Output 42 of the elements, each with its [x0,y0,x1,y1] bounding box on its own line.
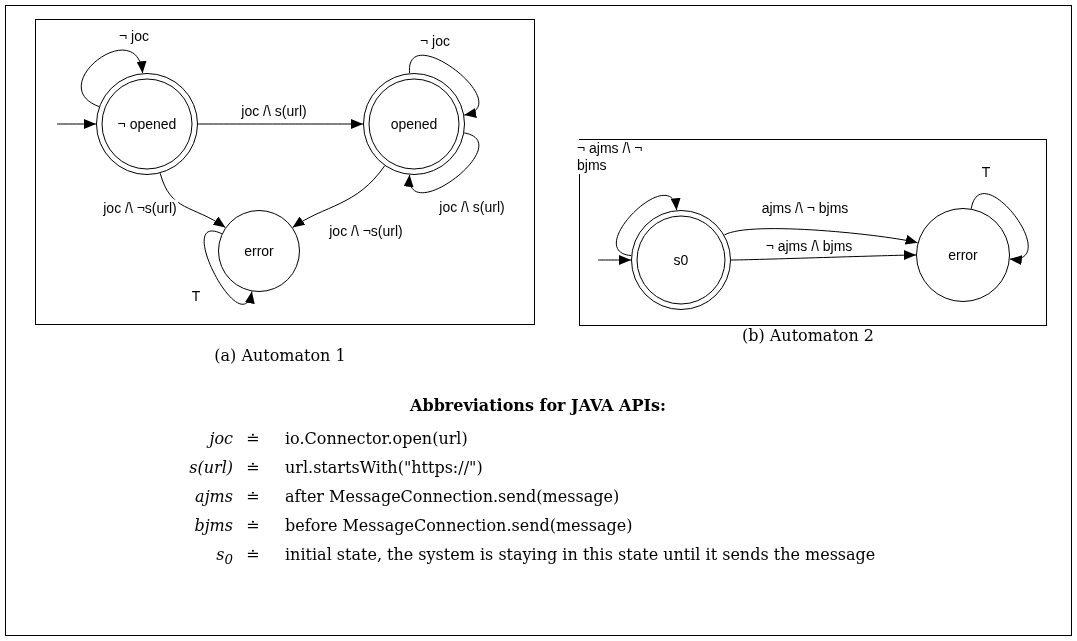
definition-text: initial state, the system is staying in this state until it sends the message [285,545,876,564]
arrow [723,228,919,246]
edge-label: ¬ joc [419,32,451,50]
frame-title: (b) Automaton 2 [741,326,875,345]
frame-title: (a) Automaton 1 [214,346,346,365]
self-loop-arrow [80,49,145,108]
abbreviation: s$_{0}$ [216,545,233,568]
self-loop-arrow [203,230,253,305]
definition-text: before MessageConnection.send(message) [285,516,633,535]
state-label: error [244,243,274,259]
definition-text: io.Connector.open(url) [285,429,468,448]
arrow [56,119,97,129]
arrow [159,172,226,228]
definition-symbol: ≐ [246,545,260,564]
state-label: ¬ opened [117,116,177,132]
definition-symbol: ≐ [246,458,260,477]
state-label: s0 [673,252,689,268]
self-loop-arrow [409,54,480,116]
table-heading: Abbreviations for JAVA APIs: [410,396,666,415]
edge-label: ajms /\ ¬ bjms [760,199,850,217]
definition-symbol: ≐ [246,429,260,448]
edge-label: joc /\ s(url) [438,198,506,216]
edge-label: joc /\ s(url) [240,102,308,120]
arrow [197,119,364,129]
self-loop-arrow [970,193,1029,263]
arrow [730,250,917,261]
state-label: error [948,247,978,263]
edge-label: ¬ joc [118,27,150,45]
abbreviation: s(url) [189,458,233,477]
state-label: opened [390,116,438,132]
arrow [597,255,632,265]
edge-label: ¬ ajms /\ bjms [764,237,854,255]
abbreviation: ajms [195,487,233,506]
definition-symbol: ≐ [246,516,260,535]
self-loop-arrow [405,132,480,194]
arrow [292,165,386,228]
definition-text: after MessageConnection.send(message) [285,487,620,506]
self-loop-arrow [616,195,679,257]
definition-symbol: ≐ [246,487,260,506]
edge-label: joc /\ ¬s(url) [102,199,178,217]
abbreviation: bjms [194,516,233,535]
definition-text: url.startsWith("https://") [285,458,483,477]
